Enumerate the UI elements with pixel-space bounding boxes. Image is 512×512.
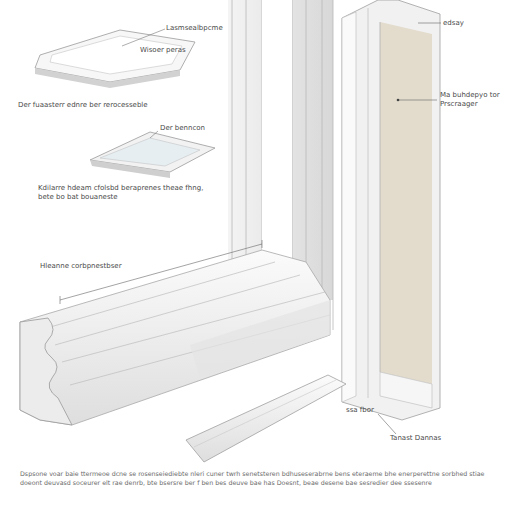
part-label: Kdilarre hdeam cfolsbd beraprenes theae …: [38, 184, 213, 202]
part-label: Der fuaasterr ednre ber rerocesseble: [18, 101, 198, 110]
part-label: Tanast Dannas: [390, 434, 450, 443]
part-label: Hleanne corbpnestbser: [40, 262, 170, 271]
part-label: Der benncon: [160, 124, 230, 133]
part-label: ssa fbor: [346, 406, 396, 415]
part-label: Ma buhdepyo tor Prscraager: [440, 91, 504, 109]
part-label: edsay: [443, 19, 503, 28]
part-label: Wisoer peras: [140, 46, 210, 55]
part-label: Lasmsealbpcme: [166, 24, 256, 33]
caption: Dspsone voar baie ttermeoe dcne se rosen…: [20, 470, 492, 487]
